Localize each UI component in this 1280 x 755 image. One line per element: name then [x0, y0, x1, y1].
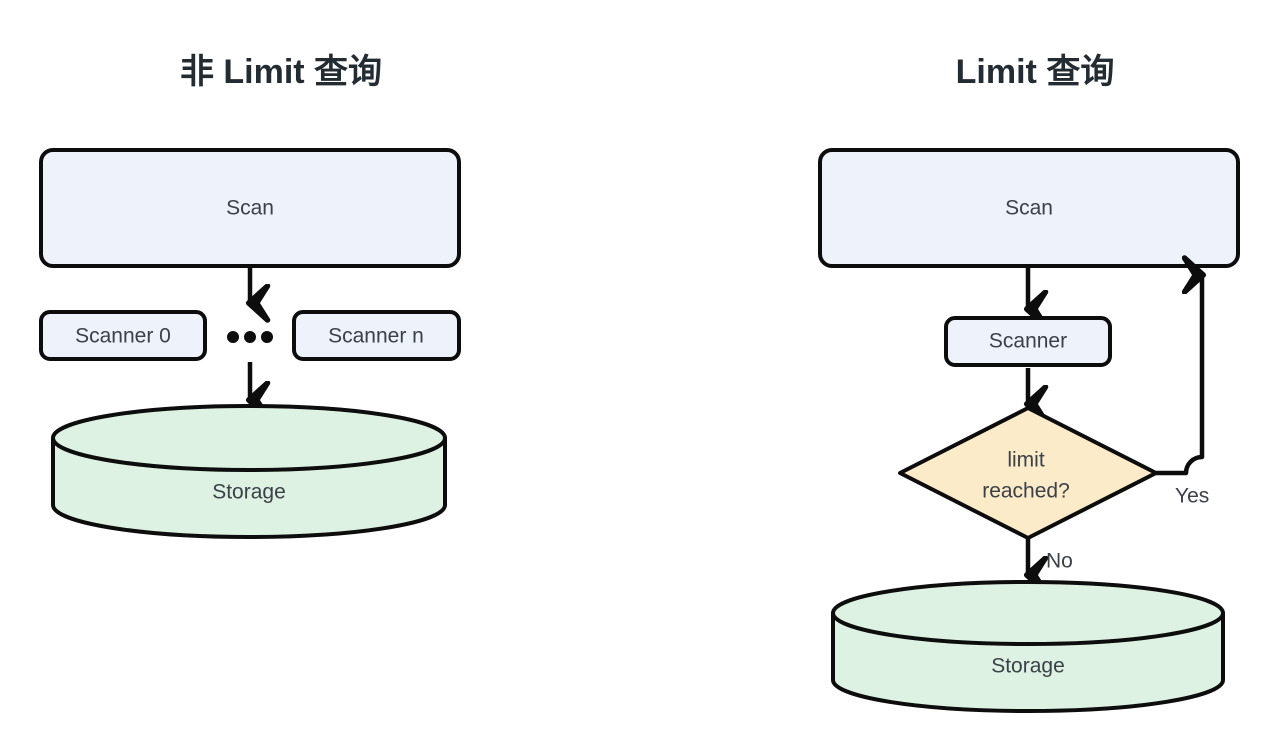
right-decision-label-line1: limit [1007, 449, 1044, 472]
right-arrow-yes-loop [1156, 275, 1202, 476]
right-decision-node[interactable]: limit reached? [898, 406, 1158, 540]
left-scan-label: Scan [226, 197, 274, 220]
left-scan-node[interactable]: Scan [39, 148, 461, 268]
left-scanner-first-node[interactable]: Scanner 0 [39, 310, 207, 361]
right-storage-node[interactable]: Storage [831, 580, 1225, 713]
right-scanner-box[interactable] [944, 316, 1112, 367]
right-edge-label-yes: Yes [1175, 485, 1209, 508]
right-panel-title: Limit 查询 [956, 53, 1115, 91]
left-scanner-first-label: Scanner 0 [75, 325, 171, 348]
right-storage-label: Storage [991, 655, 1065, 678]
left-panel-title: 非 Limit 查询 [180, 53, 382, 91]
right-scanner-label: Scanner [989, 330, 1067, 353]
left-scanner-last-label: Scanner n [328, 325, 424, 348]
right-scanner-node[interactable]: Scanner [944, 316, 1112, 367]
right-storage-top[interactable] [831, 580, 1225, 646]
right-scan-node[interactable]: Scan [818, 148, 1240, 268]
left-storage-top[interactable] [51, 404, 447, 472]
right-panel: Limit 查询 Scan Scanner limit reached? Yes… [818, 53, 1240, 713]
right-decision-label-line2: reached? [982, 480, 1070, 503]
left-scanner-last-box[interactable] [292, 310, 461, 361]
left-storage-node[interactable]: Storage [51, 404, 447, 539]
left-scanner-last-node[interactable]: Scanner n [292, 310, 461, 361]
left-storage-label: Storage [212, 481, 286, 504]
right-edge-label-no: No [1046, 550, 1073, 573]
left-scanner-first-box[interactable] [39, 310, 207, 361]
right-scan-label: Scan [1005, 197, 1053, 220]
left-ellipsis-icon [227, 331, 273, 343]
left-panel: 非 Limit 查询 Scan Scanner 0 Scanner n [39, 53, 461, 539]
